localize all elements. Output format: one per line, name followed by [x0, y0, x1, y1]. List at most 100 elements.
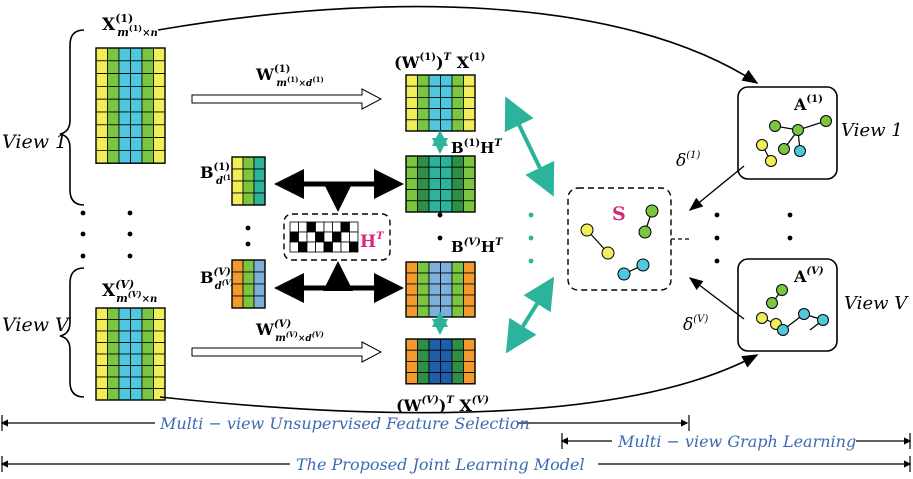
bV-cell — [253, 283, 266, 297]
wtxV-cell — [405, 372, 418, 385]
xV-cell — [107, 365, 120, 378]
a1-node-yellow-2 — [765, 155, 777, 167]
wtxV-cell — [428, 372, 441, 385]
ht-cell — [349, 241, 359, 253]
view1-right-label: View 1 — [841, 120, 903, 141]
b1-cell — [242, 192, 255, 206]
hollow-arrow-wV — [191, 341, 383, 363]
bh1-cell — [405, 200, 418, 213]
wtxV-cell — [463, 372, 476, 385]
matrix-x1 — [95, 47, 166, 164]
xV-cell — [118, 365, 131, 378]
x1-cell — [153, 47, 166, 62]
b1-cell — [253, 168, 266, 182]
wtxV-cell — [405, 349, 418, 362]
x1-cell — [118, 137, 131, 151]
ht-cell — [340, 231, 350, 243]
wtx1-cell — [463, 74, 476, 87]
x1-cell — [153, 98, 166, 113]
bh1-cell — [440, 189, 453, 202]
matrix-wtx1 — [405, 74, 476, 132]
ht-cell — [323, 231, 333, 243]
x1-cell — [141, 73, 154, 87]
bhV-cell — [440, 272, 453, 285]
x1-cell — [118, 47, 131, 62]
s-label: S — [612, 203, 626, 225]
bhV-cell — [417, 305, 430, 318]
x1-cell — [107, 137, 120, 151]
xV-cell — [118, 353, 131, 366]
bV-cell — [242, 259, 255, 273]
ht-cell — [332, 231, 342, 243]
s-node-green-1 — [645, 204, 659, 218]
bV-cell — [231, 271, 244, 285]
bhV-cell — [440, 294, 453, 307]
a1-node-green-4 — [778, 143, 790, 155]
ht-cell — [306, 241, 316, 253]
curve-x1-to-a1 — [157, 5, 759, 84]
xV-cell — [118, 342, 131, 355]
xV-cell — [107, 388, 120, 401]
bh1-cell — [451, 155, 464, 168]
ht-label: HT — [360, 231, 385, 252]
a1-graph-box — [737, 86, 838, 180]
wtx1-cell — [428, 85, 441, 98]
s-graph — [580, 204, 659, 281]
bh1-cell — [428, 166, 441, 179]
bV-cell — [253, 259, 266, 273]
wtxV-cell — [440, 372, 453, 385]
xV-cell — [153, 376, 166, 389]
xV-cell — [118, 388, 131, 401]
x1-cell — [107, 60, 120, 74]
a1-node-green-1 — [769, 120, 781, 132]
bh1-cell — [417, 177, 430, 190]
ht-cell — [298, 221, 308, 233]
bh1-cell — [417, 166, 430, 179]
ht-cell — [323, 241, 333, 253]
x1-cell — [153, 86, 166, 100]
xV-cell — [130, 365, 143, 378]
wtxV-cell — [463, 360, 476, 373]
bV-cell — [231, 283, 244, 297]
bh1-cell — [405, 166, 418, 179]
xV-cell — [130, 307, 143, 320]
wtxV-border — [405, 338, 476, 385]
x1-cell — [153, 111, 166, 126]
bhV-cell — [428, 283, 441, 296]
wtx1-cell — [417, 108, 430, 121]
s-node-cyan-2 — [636, 258, 650, 272]
bh1-cell — [463, 189, 476, 202]
ht-cell — [315, 231, 325, 243]
xV-cell — [107, 330, 120, 343]
range-fs-label: Multi − view Unsupervised Feature Select… — [159, 414, 530, 433]
xV-cell — [118, 319, 131, 332]
xV-cell — [107, 307, 120, 320]
ht-cell — [349, 231, 359, 243]
wtx1-cell — [417, 85, 430, 98]
matrix-bhV — [405, 261, 476, 318]
xV-cell — [107, 353, 120, 366]
bhV-cell — [451, 294, 464, 307]
wtx1-cell — [440, 85, 453, 98]
wtxV-cell — [428, 349, 441, 362]
xV-cell — [153, 353, 166, 366]
xV-cell — [118, 330, 131, 343]
xV-cell — [141, 376, 154, 389]
ht-dashed-box — [283, 213, 391, 261]
wtx1-cell — [405, 85, 418, 98]
xV-cell — [118, 376, 131, 389]
x1-cell — [141, 137, 154, 151]
wtx1-cell — [451, 74, 464, 87]
b1-cell — [253, 180, 266, 194]
b1-cell — [242, 180, 255, 194]
x1-cell — [130, 86, 143, 100]
wtxV-cell — [417, 349, 430, 362]
bh1-cell — [428, 200, 441, 213]
xV-cell — [141, 365, 154, 378]
aV-node-cyan-3 — [777, 324, 789, 336]
ht-cell — [298, 231, 308, 243]
x1-cell — [130, 137, 143, 151]
x1-cell — [141, 111, 154, 126]
wtx1-cell — [463, 108, 476, 121]
x1-cell — [95, 149, 108, 164]
